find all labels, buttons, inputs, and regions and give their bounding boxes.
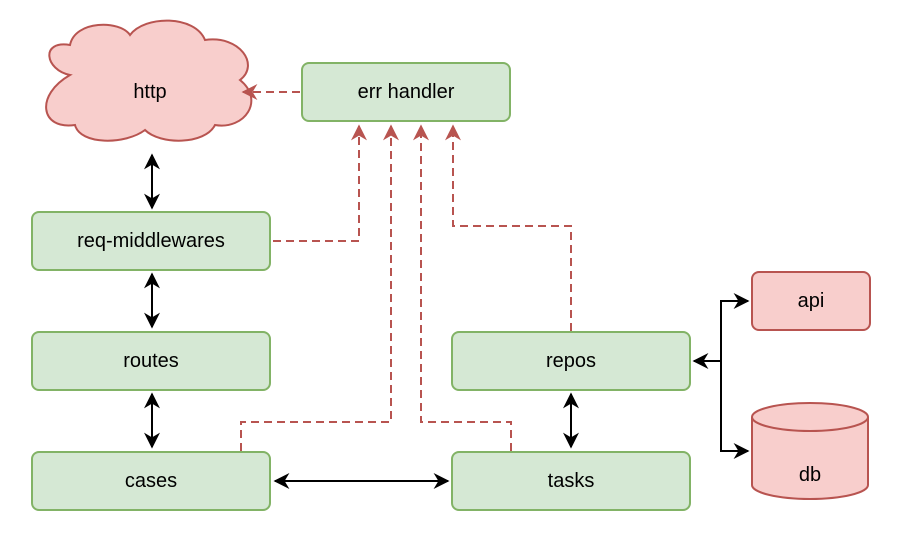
edge-cases-errhandler: [240, 124, 399, 451]
edge-repos-db: [720, 361, 750, 459]
node-req-middlewares: req-middlewares: [31, 211, 271, 271]
edge-reqmw-errhandler: [273, 124, 367, 242]
node-db: db: [798, 463, 822, 486]
node-api: api: [751, 271, 871, 331]
node-err-handler: err handler: [301, 62, 511, 122]
http-cloud-shape: [45, 19, 253, 142]
edge-tasks-errhandler: [413, 124, 512, 451]
node-routes: routes: [31, 331, 271, 391]
node-cases: cases: [31, 451, 271, 511]
db-cylinder-shape: [751, 402, 869, 500]
node-http: http: [133, 80, 167, 103]
node-tasks: tasks: [451, 451, 691, 511]
node-repos: repos: [451, 331, 691, 391]
edge-repos-errhandler: [445, 124, 572, 331]
edge-repos-api: [692, 293, 750, 369]
